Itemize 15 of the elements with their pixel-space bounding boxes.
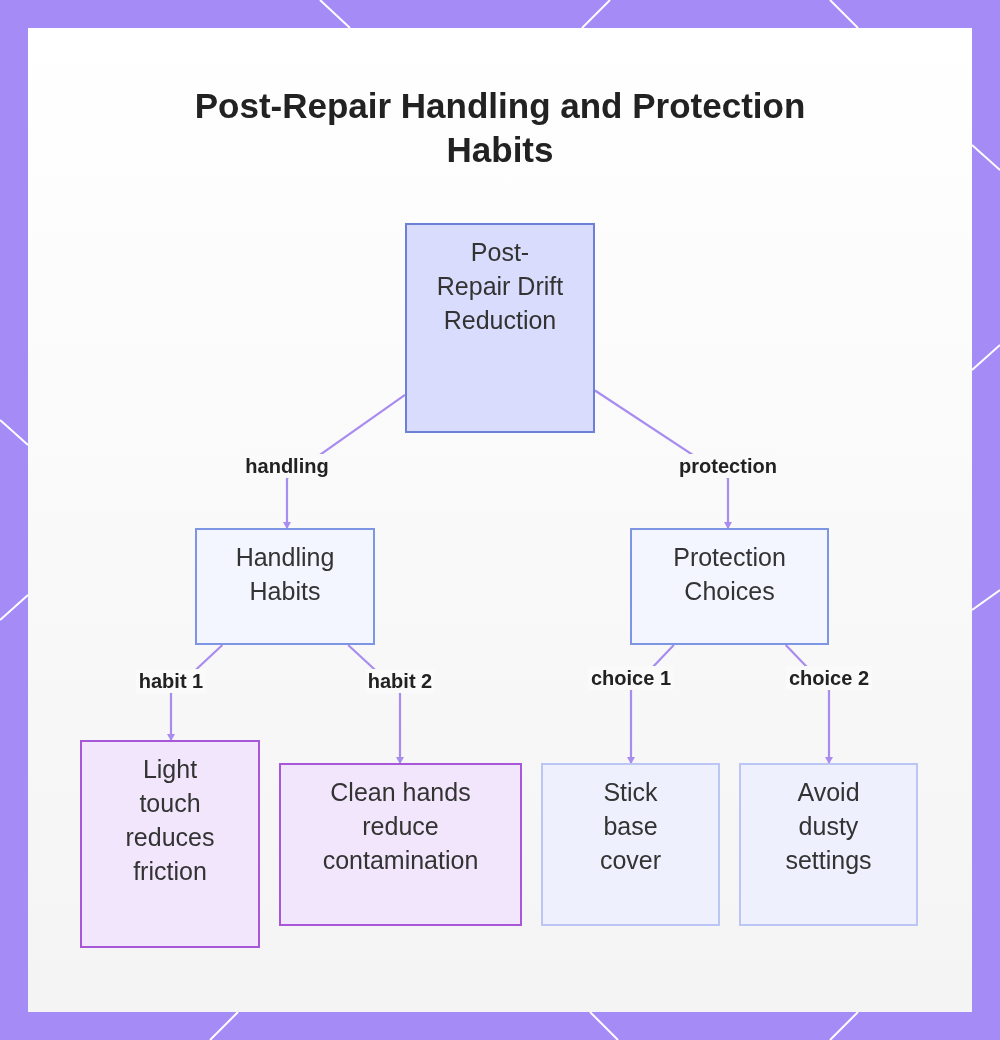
node-text: Stick base cover: [598, 777, 663, 876]
process-box: [541, 763, 720, 926]
node-text: Clean hands reduce contamination: [321, 777, 480, 876]
process-box: [195, 528, 375, 645]
node-text: Protection Choices: [672, 542, 787, 607]
diagram-title: Post-Repair Handling and Protection Habits: [193, 85, 807, 171]
node-text: Handling Habits: [234, 542, 336, 607]
process-box: [630, 528, 829, 645]
node-text: Light touch reduces friction: [124, 754, 216, 887]
process-box: [739, 763, 918, 926]
process-box: [279, 763, 522, 926]
node-text: Post-Repair Drift Reduction: [435, 237, 565, 336]
node-text: Avoid dusty settings: [784, 777, 873, 876]
process-box: [80, 740, 260, 948]
process-box: [405, 223, 595, 433]
